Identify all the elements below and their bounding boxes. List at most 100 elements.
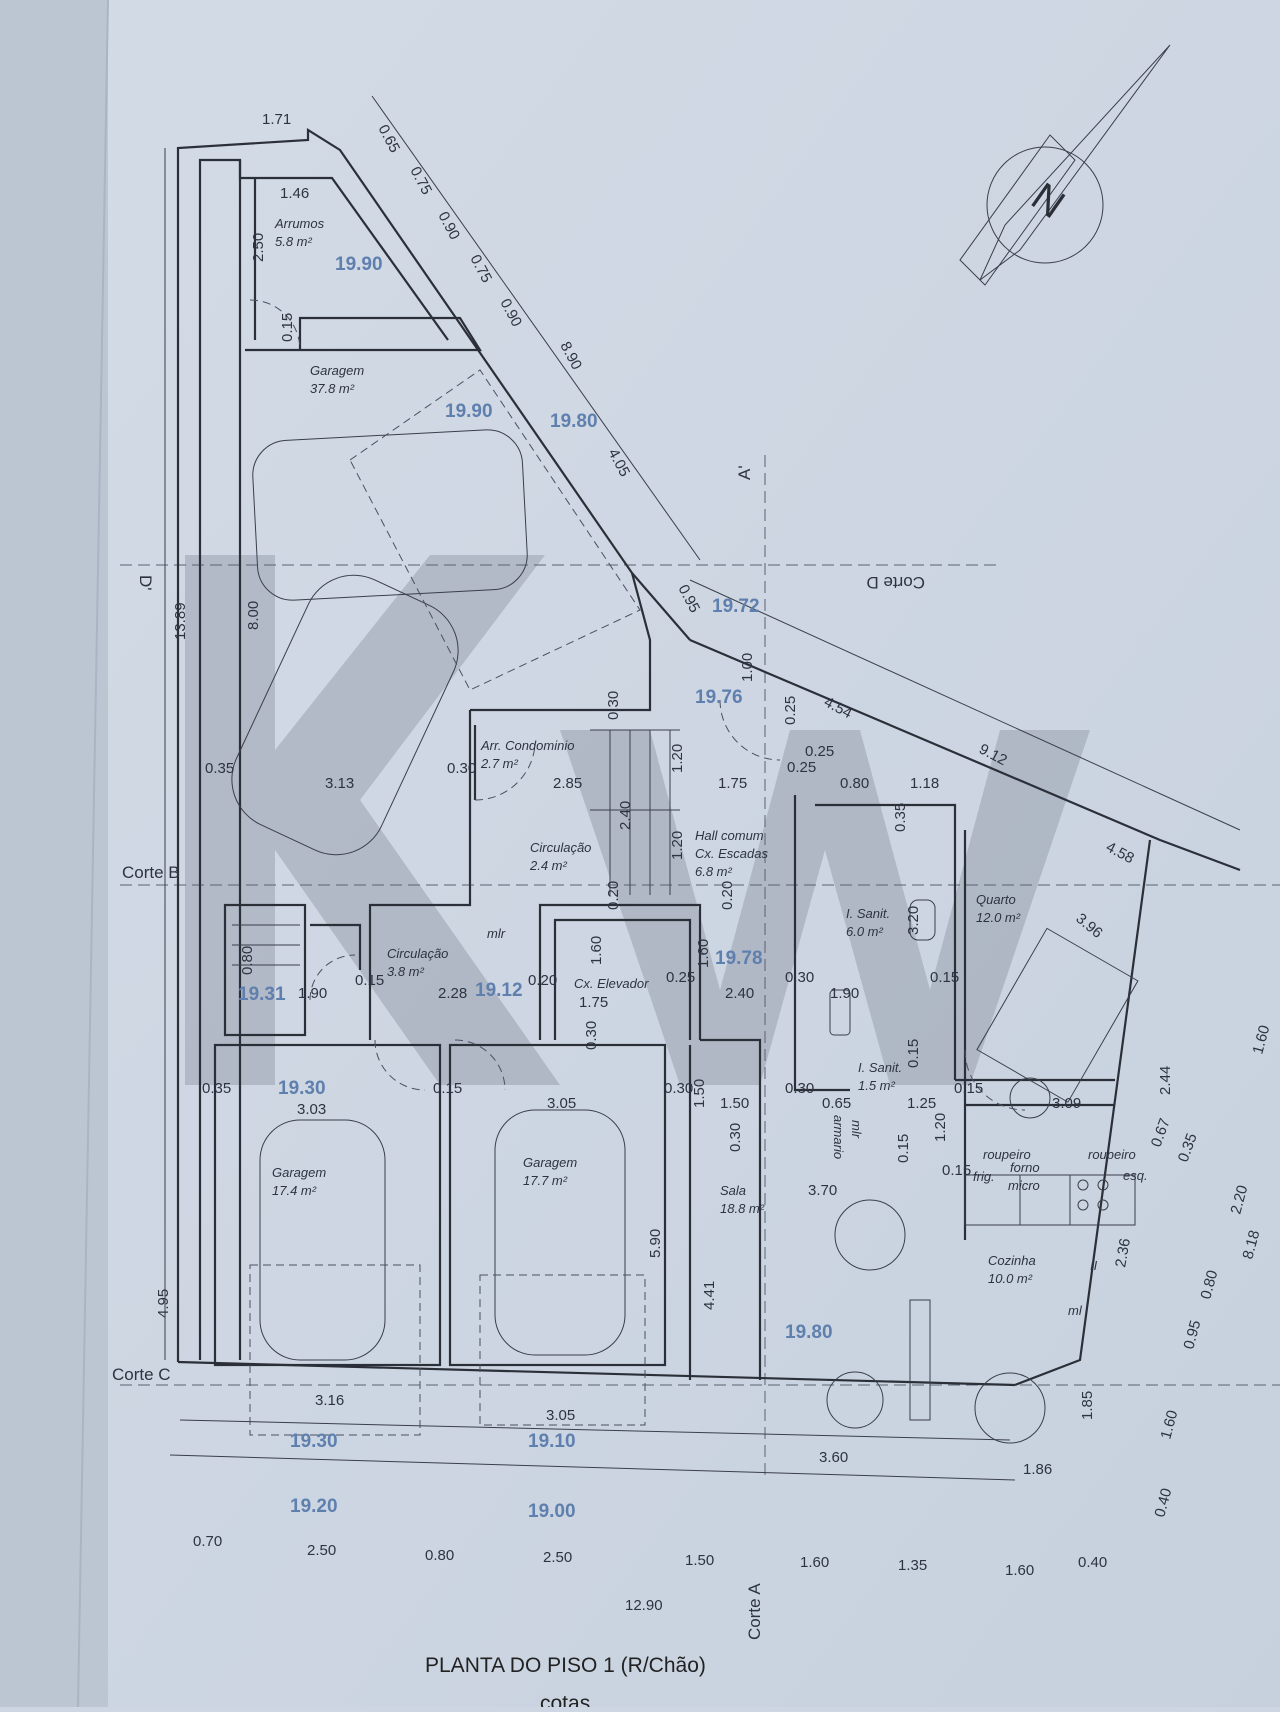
dimension-label: 0.15 (279, 313, 296, 342)
dimension-label: 3.60 (819, 1449, 848, 1466)
level-mark: 19.31 (238, 984, 286, 1005)
room-area: 3.8 m² (387, 964, 425, 979)
fixture-label: mlr (849, 1120, 864, 1139)
dimension-label: 3.16 (315, 1392, 344, 1409)
section-label: Corte A (745, 1583, 764, 1640)
level-mark: 19.90 (335, 254, 383, 275)
dimension-label: 1.60 (1249, 1023, 1273, 1056)
room-area: 2.4 m² (529, 858, 568, 873)
dimension-label: 0.25 (666, 969, 695, 986)
dimension-label: 0.30 (583, 1021, 600, 1050)
dimension-label: 3.05 (547, 1095, 576, 1112)
dimension-label: 13.89 (172, 602, 189, 640)
room-area: 2.7 m² (480, 756, 519, 771)
room-area: 1.5 m² (858, 1078, 896, 1093)
dimension-label: 3.70 (808, 1182, 837, 1199)
level-mark: 19.90 (445, 401, 493, 422)
section-label: Corte C (112, 1365, 171, 1384)
dimension-label: 1.75 (718, 775, 747, 792)
dimension-label: 0.40 (1078, 1554, 1107, 1571)
section-label: Corte B (122, 863, 180, 882)
dimension-label: 5.90 (647, 1229, 664, 1258)
drawing-title: PLANTA DO PISO 1 (R/Chão) (425, 1654, 706, 1677)
section-label: A' (735, 465, 754, 480)
dimension-label: 1.00 (739, 653, 756, 682)
dimension-label: 2.85 (553, 775, 582, 792)
fixture-label: forno (1010, 1160, 1040, 1175)
dimension-label: 0.15 (942, 1162, 971, 1179)
section-label: D' (136, 575, 155, 591)
room-name: Hall comum (695, 828, 764, 843)
walls (164, 95, 1241, 1481)
room-area: Cx. Escadas (695, 846, 768, 861)
dimension-label: 2.40 (725, 985, 754, 1002)
fixture-label: Cx. Elevador (574, 976, 649, 991)
page-edge (0, 0, 108, 1707)
kw-watermark (185, 555, 1090, 1085)
room-area: 37.8 m² (310, 381, 355, 396)
dimension-label: 1.50 (685, 1552, 714, 1569)
fixture-label: armario (831, 1115, 846, 1159)
dimension-label: 8.18 (1239, 1228, 1263, 1261)
dimension-label: 2.28 (438, 985, 467, 1002)
dimension-label: 1.60 (1157, 1408, 1181, 1441)
dimension-label: 0.80 (840, 775, 869, 792)
dimension-label: 2.44 (1157, 1066, 1174, 1095)
fixture-label: mlr (487, 926, 506, 941)
room-area: 17.4 m² (272, 1183, 317, 1198)
dimension-label: 0.80 (425, 1547, 454, 1564)
dimension-label: 1.20 (669, 831, 686, 860)
room-name: Arr. Condominio (480, 738, 574, 753)
dimension-label: 4.41 (701, 1281, 718, 1310)
dimension-label: 1.90 (298, 985, 327, 1002)
room-name: Quarto (976, 892, 1016, 907)
dimension-label: 1.50 (691, 1079, 708, 1108)
level-mark: 19.72 (712, 596, 760, 617)
dimension-label: 1.60 (800, 1554, 829, 1571)
dimension-label: 0.15 (930, 969, 959, 986)
dimension-label: 1.60 (588, 936, 605, 965)
dimension-label: 4.95 (155, 1289, 172, 1318)
room-name: Circulação (387, 946, 448, 961)
dimension-label: 1.75 (579, 994, 608, 1011)
room-area: 12.0 m² (976, 910, 1021, 925)
dimension-label: 1.46 (280, 185, 309, 202)
level-mark: 19.00 (528, 1501, 576, 1522)
dimension-label: 0.80 (239, 946, 256, 975)
dimension-label: 2.50 (307, 1542, 336, 1559)
dimension-label: 1.71 (262, 111, 291, 128)
dimension-label: 0.65 (822, 1095, 851, 1112)
room-area: 10.0 m² (988, 1271, 1033, 1286)
dimension-label: 0.30 (785, 969, 814, 986)
fixture-label: esq. (1123, 1168, 1148, 1183)
level-mark: 19.78 (715, 948, 763, 969)
dimension-label: 0.15 (895, 1134, 912, 1163)
dimension-label: 0.95 (1180, 1318, 1204, 1351)
level-mark: 19.76 (695, 687, 743, 708)
level-mark: 19.10 (528, 1431, 576, 1452)
drawing-subtitle: cotas (540, 1692, 590, 1707)
dimension-label: 1.90 (830, 985, 859, 1002)
dimension-label: 0.15 (954, 1080, 983, 1097)
room-name: Garagem (310, 363, 364, 378)
dimension-label: 0.30 (664, 1080, 693, 1097)
fixture-label: II (1090, 1258, 1098, 1273)
section-label: Corte D (866, 573, 925, 592)
level-mark: 19.20 (290, 1496, 338, 1517)
dimension-label: 0.30 (785, 1080, 814, 1097)
level-mark: 19.30 (290, 1431, 338, 1452)
fixture-label: roupeiro (983, 1147, 1031, 1162)
fixture-label: frig. (973, 1169, 995, 1184)
dimension-label: 0.15 (355, 972, 384, 989)
dimension-label: 12.90 (625, 1597, 663, 1614)
dimension-label: 1.35 (898, 1557, 927, 1574)
dimension-label: 0.30 (605, 691, 622, 720)
dimension-label: 0.25 (787, 759, 816, 776)
room-name: Sala (720, 1183, 746, 1198)
dimension-label: 1.20 (669, 744, 686, 773)
room-area: 6.0 m² (846, 924, 884, 939)
level-mark: 19.12 (475, 980, 523, 1001)
dimension-label: 3.09 (1052, 1095, 1081, 1112)
